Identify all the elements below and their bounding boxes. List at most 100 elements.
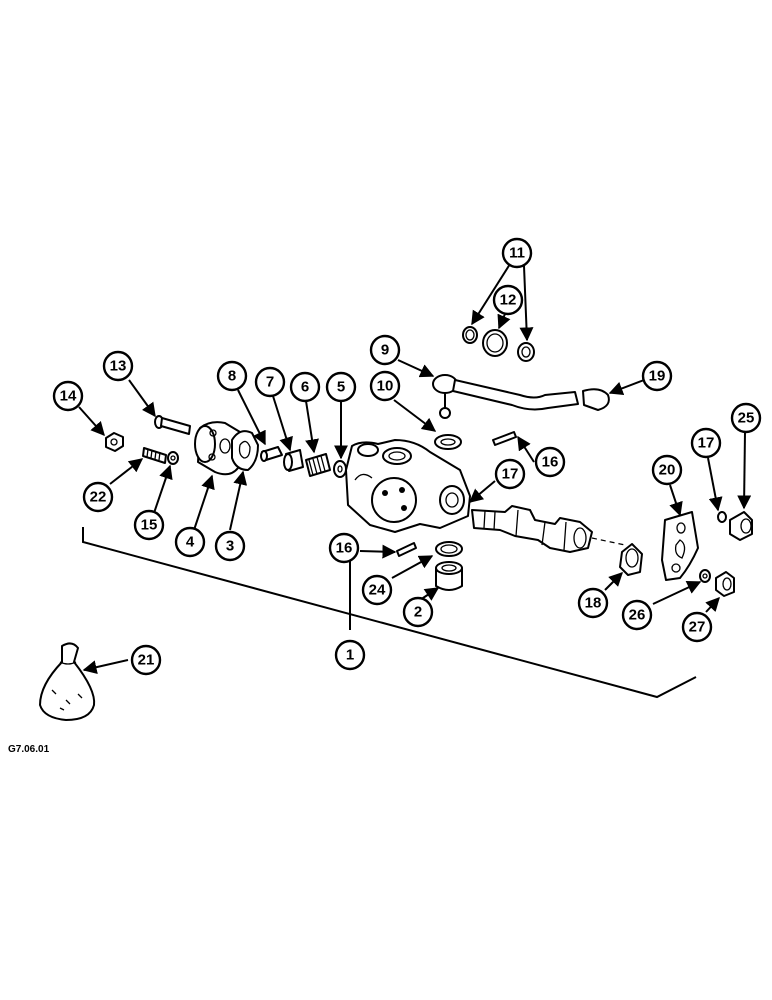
leader-19: [608, 379, 645, 396]
part-ring-11-right: [517, 342, 535, 362]
part-end-cover-4: [194, 421, 241, 476]
callout-5-label: 5: [337, 379, 345, 396]
callout-20: 20: [651, 454, 683, 486]
callout-14-label: 14: [60, 388, 77, 405]
part-seal-kit-bag-21: [39, 642, 96, 721]
part-bolt-13: [154, 415, 191, 435]
assembly-bracket: [82, 527, 697, 699]
leader-8: [237, 389, 266, 446]
part-cap-25: [729, 511, 753, 541]
callout-15-label: 15: [141, 517, 158, 534]
leader-6: [305, 400, 319, 454]
callout-10-label: 10: [377, 378, 394, 395]
callout-21-label: 21: [138, 652, 155, 669]
leader-3: [229, 470, 248, 531]
part-washer-15: [167, 451, 179, 465]
callout-11: 11: [501, 237, 533, 269]
leader-15: [153, 464, 173, 514]
part-plug-8: [260, 446, 283, 462]
part-roll-pin-16-upper: [492, 431, 517, 446]
callout-9-label: 9: [381, 342, 389, 359]
callout-11-label: 11: [509, 245, 525, 262]
callout-6: 6: [289, 371, 321, 403]
leader-24: [391, 555, 434, 579]
part-sleeve-7: [283, 449, 304, 472]
callout-19-label: 19: [649, 368, 666, 385]
leader-26: [652, 581, 702, 605]
part-spool: [471, 505, 626, 553]
callout-8: 8: [216, 360, 248, 392]
callout-18-label: 18: [585, 595, 602, 612]
part-screw-27: [715, 571, 735, 597]
callout-6-label: 6: [301, 379, 309, 396]
callout-24-label: 24: [369, 582, 386, 599]
callout-1-label: 1: [346, 647, 354, 664]
leader-12: [497, 313, 511, 330]
leader-18: [604, 572, 623, 591]
callout-7-label: 7: [266, 374, 274, 391]
callout-21: 21: [130, 644, 162, 676]
callout-27-label: 27: [689, 619, 706, 636]
callout-26: 26: [621, 599, 653, 631]
callout-12: 12: [492, 284, 524, 316]
part-washer-5: [333, 460, 347, 478]
callout-16-upper-label: 16: [542, 454, 559, 471]
part-nut-14: [105, 432, 124, 452]
callout-26-label: 26: [629, 607, 646, 624]
callout-22: 22: [82, 481, 114, 513]
part-washer-26: [699, 569, 711, 583]
part-roll-pin-16-lower: [396, 542, 417, 557]
leader-27: [705, 596, 720, 613]
part-knob-19: [582, 388, 610, 411]
part-stud-22: [142, 447, 167, 464]
part-valve-body-1: [345, 439, 471, 533]
callout-8-label: 8: [228, 368, 236, 385]
leader-7: [272, 395, 293, 452]
callout-20-label: 20: [659, 462, 676, 479]
leader-11-right: [519, 265, 534, 342]
callout-12-label: 12: [500, 292, 517, 309]
leader-13: [128, 379, 156, 418]
leader-14: [78, 406, 105, 437]
part-gasket-3: [231, 430, 259, 471]
callout-4-label: 4: [186, 534, 195, 551]
part-plug-18: [619, 543, 643, 576]
part-ring-12: [482, 329, 508, 357]
part-cap-2: [435, 561, 463, 591]
callout-3-label: 3: [226, 538, 234, 555]
leader-9: [397, 359, 435, 378]
leader-4: [193, 474, 215, 531]
callout-1: 1: [334, 639, 366, 671]
callout-15: 15: [133, 509, 165, 541]
part-seal-ring-24: [435, 541, 463, 557]
callout-18: 18: [577, 587, 609, 619]
callout-22-label: 22: [90, 489, 107, 506]
leader-17-right: [707, 457, 723, 512]
callout-5: 5: [325, 371, 357, 403]
leader-17-left: [468, 480, 496, 503]
callout-27: 27: [681, 611, 713, 643]
callout-16-upper: 16: [534, 446, 566, 478]
callout-3: 3: [214, 530, 246, 562]
callout-24: 24: [361, 574, 393, 606]
callout-17-left: 17: [494, 458, 526, 490]
callout-9: 9: [369, 334, 401, 366]
callout-2: 2: [402, 596, 434, 628]
callout-14: 14: [52, 380, 84, 412]
callout-17-right-label: 17: [698, 435, 715, 452]
callout-13: 13: [102, 350, 134, 382]
callout-10: 10: [369, 370, 401, 402]
callout-25: 25: [730, 402, 762, 434]
leader-25: [737, 431, 752, 510]
leader-21: [82, 659, 129, 675]
callout-2-label: 2: [414, 604, 422, 621]
part-seal-10: [434, 434, 462, 450]
leader-10: [393, 399, 437, 432]
leader-11-left: [471, 263, 511, 326]
leader-16-upper: [517, 435, 535, 463]
callout-4: 4: [174, 526, 206, 558]
part-washer-17: [717, 511, 727, 523]
leader-22: [109, 458, 144, 485]
leader-16-lower: [359, 544, 397, 559]
